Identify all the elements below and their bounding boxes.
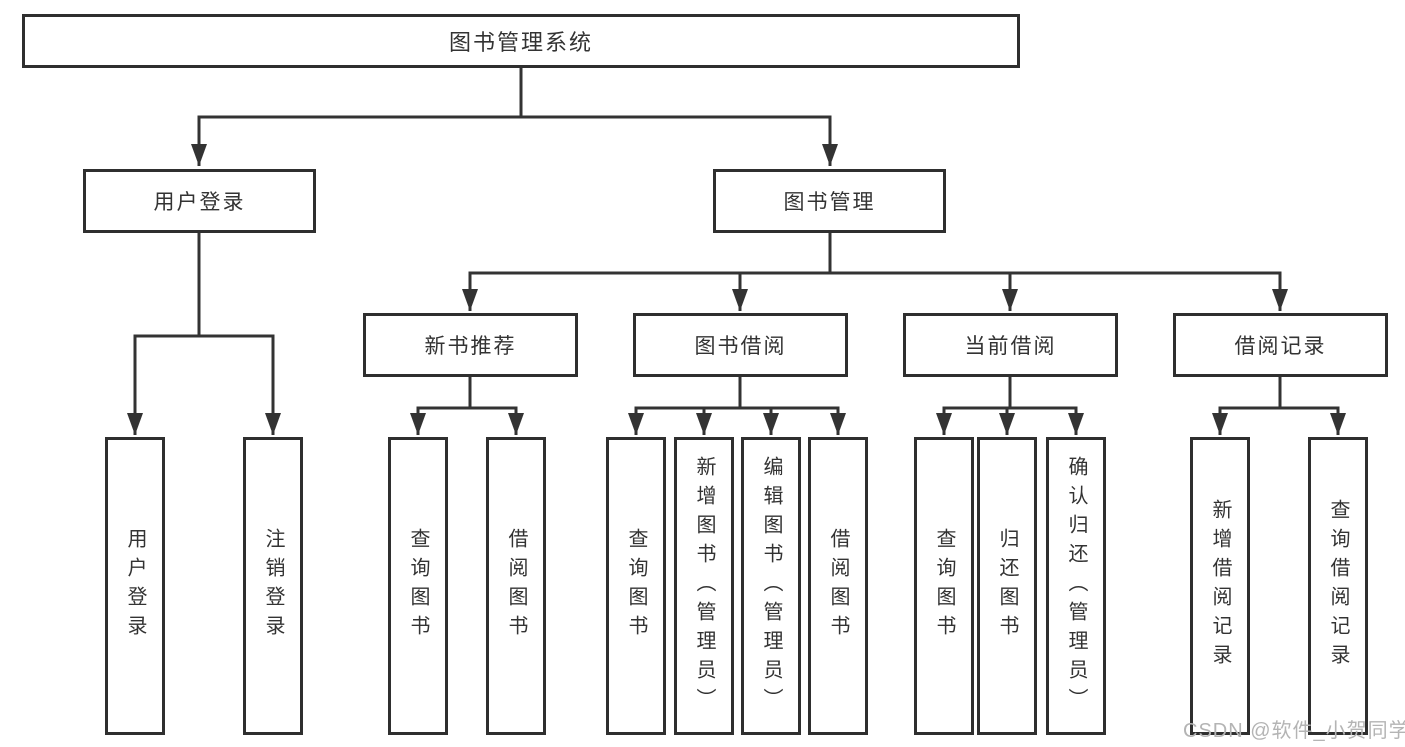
node-book-management: 图书管理 — [713, 169, 946, 233]
node-label: 新增借阅记录 — [1209, 499, 1231, 673]
node-library-management-system: 图书管理系统 — [22, 14, 1020, 68]
node-label: 用户登录 — [124, 528, 146, 644]
leaf-add-books-admin: 新增图书（管理员） — [674, 437, 734, 735]
leaf-query-books-borrowing: 查询图书 — [606, 437, 666, 735]
leaf-query-books-recommend: 查询图书 — [388, 437, 448, 735]
node-label: 查询图书 — [407, 528, 429, 644]
node-label: 新书推荐 — [424, 335, 517, 358]
node-current-borrowing: 当前借阅 — [903, 313, 1118, 377]
csdn-watermark: CSDN @软件_小贺同学 — [1183, 720, 1405, 742]
leaf-return-books: 归还图书 — [977, 437, 1037, 735]
leaf-borrow-books-borrowing: 借阅图书 — [808, 437, 868, 735]
node-label: 图书管理 — [783, 191, 876, 214]
node-label: 查询图书 — [625, 528, 647, 644]
node-label: 确认归还（管理员） — [1065, 455, 1087, 717]
node-label: 用户登录 — [153, 191, 246, 214]
leaf-query-books-current: 查询图书 — [914, 437, 974, 735]
leaf-add-borrow-record: 新增借阅记录 — [1190, 437, 1250, 735]
leaf-query-borrow-record: 查询借阅记录 — [1308, 437, 1368, 735]
node-label: 归还图书 — [996, 528, 1018, 644]
node-label: 注销登录 — [262, 528, 284, 644]
node-label: 查询借阅记录 — [1327, 499, 1349, 673]
node-book-borrowing: 图书借阅 — [633, 313, 848, 377]
node-user-login: 用户登录 — [83, 169, 316, 233]
node-new-book-recommendation: 新书推荐 — [363, 313, 578, 377]
node-borrowing-records: 借阅记录 — [1173, 313, 1388, 377]
node-label: 图书管理系统 — [448, 30, 593, 55]
leaf-user-login: 用户登录 — [105, 437, 165, 735]
node-label: 当前借阅 — [964, 335, 1057, 358]
node-label: 借阅记录 — [1234, 335, 1327, 358]
leaf-edit-books-admin: 编辑图书（管理员） — [741, 437, 801, 735]
node-label: 新增图书（管理员） — [693, 455, 715, 717]
leaf-borrow-books-recommend: 借阅图书 — [486, 437, 546, 735]
node-label: 编辑图书（管理员） — [760, 455, 782, 717]
node-label: 借阅图书 — [505, 528, 527, 644]
leaf-confirm-return-admin: 确认归还（管理员） — [1046, 437, 1106, 735]
node-label: 借阅图书 — [827, 528, 849, 644]
node-label: 查询图书 — [933, 528, 955, 644]
node-label: 图书借阅 — [694, 335, 787, 358]
leaf-logout-login: 注销登录 — [243, 437, 303, 735]
